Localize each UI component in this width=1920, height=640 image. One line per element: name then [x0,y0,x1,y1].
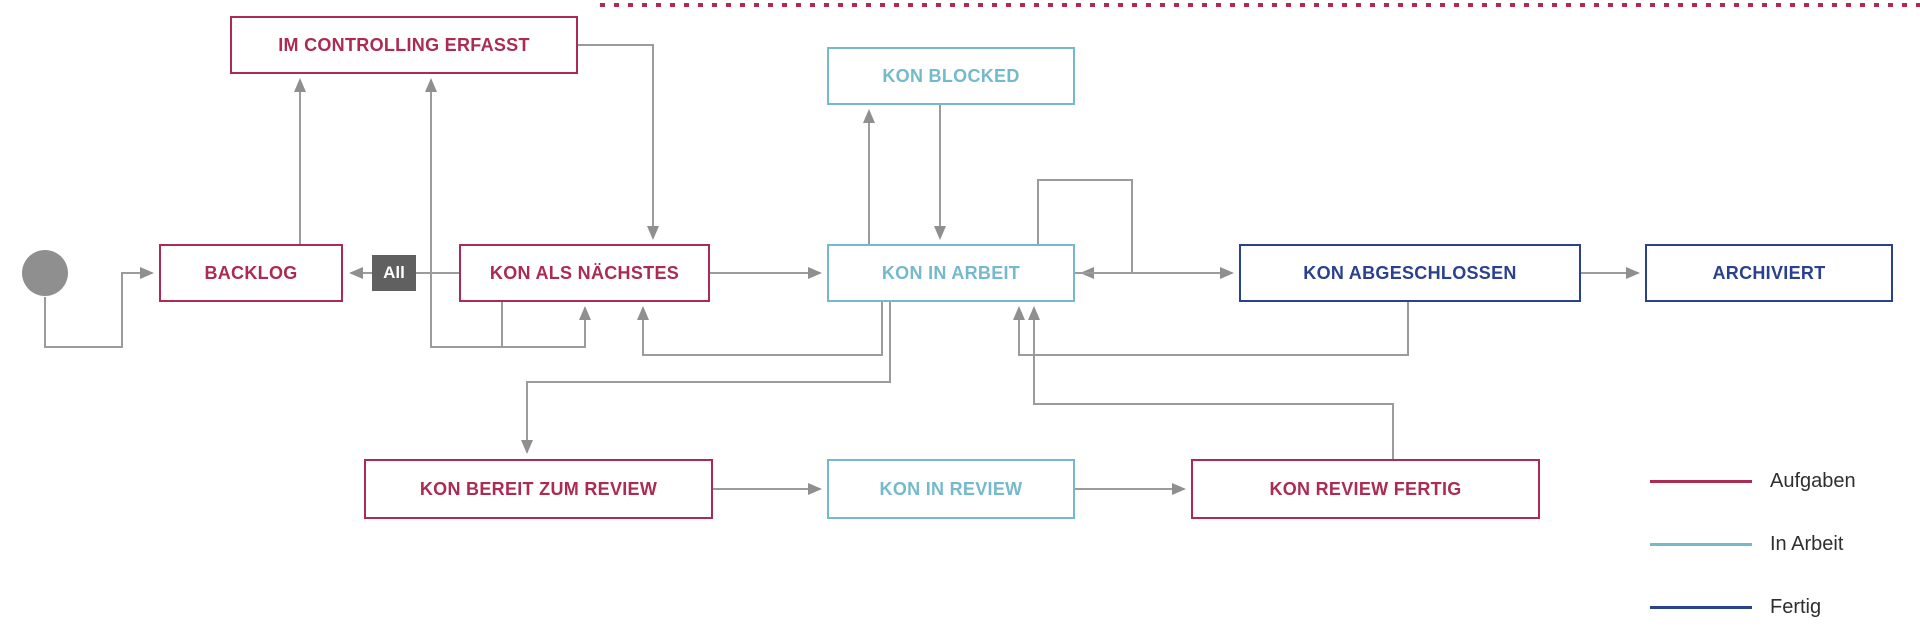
arrow-abgeschlossen-to-inarbeit [1013,302,1409,356]
status-im-controlling-erfasst[interactable]: IM CONTROLLING ERFASST [230,16,578,74]
status-kon-bereit-zum-review[interactable]: KON BEREIT ZUM REVIEW [364,459,713,519]
legend-label-fertig: Fertig [1770,595,1822,618]
arrow-inarbeit-to-bereitzumreview [521,302,891,454]
arrow-reviewfertig-to-inarbeit [1028,306,1394,459]
status-kon-in-arbeit[interactable]: KON IN ARBEIT [827,244,1075,302]
legend-label-in-arbeit: In Arbeit [1770,532,1844,555]
arrow-controlling-to-alsnaechstes [578,44,659,240]
start-node[interactable] [22,250,68,296]
arrow-start-to-backlog [44,267,154,348]
status-kon-review-fertig[interactable]: KON REVIEW FERTIG [1191,459,1540,519]
status-backlog[interactable]: BACKLOG [159,244,343,302]
status-kon-abgeschlossen[interactable]: KON ABGESCHLOSSEN [1239,244,1581,302]
legend-item-aufgaben: Aufgaben [1650,470,1856,492]
arrow-alsnaechstes-selfloop [501,302,591,348]
arrow-alsnaechstes-to-controlling [425,78,502,348]
arrow-inarbeit-to-alsnaechstes [637,302,883,356]
status-kon-in-review[interactable]: KON IN REVIEW [827,459,1075,519]
legend-item-fertig: Fertig [1650,596,1821,618]
status-kon-blocked[interactable]: KON BLOCKED [827,47,1075,105]
legend-label-aufgaben: Aufgaben [1770,469,1856,492]
status-kon-als-naechstes[interactable]: KON ALS NÄCHSTES [459,244,710,302]
status-archiviert[interactable]: ARCHIVIERT [1645,244,1893,302]
legend-line-in-arbeit [1650,542,1752,546]
legend-line-fertig [1650,605,1752,609]
transition-label-all[interactable]: All [372,255,416,291]
legend-item-in-arbeit: In Arbeit [1650,533,1843,555]
legend-line-aufgaben [1650,479,1752,483]
